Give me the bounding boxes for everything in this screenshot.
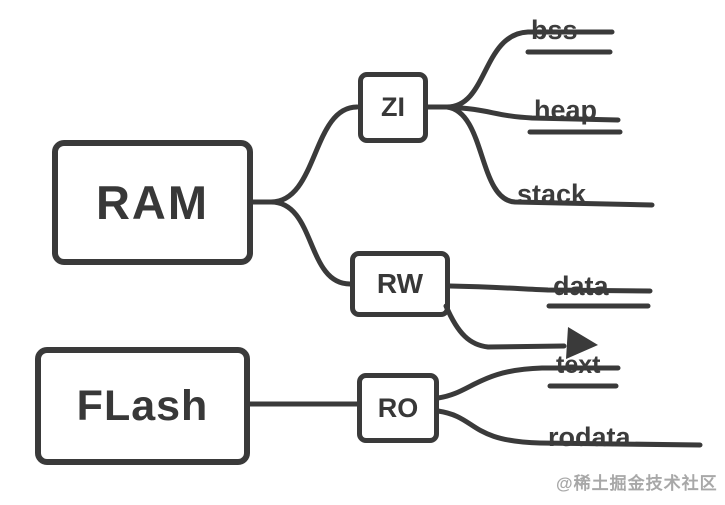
node-zi-label: ZI xyxy=(381,92,405,122)
edge-ram-rw xyxy=(268,199,353,287)
node-rw-segment: RW xyxy=(350,251,450,317)
leaf-data: data xyxy=(553,271,609,301)
leaf-rodata: rodata xyxy=(548,422,631,452)
leaf-text: text xyxy=(556,351,601,379)
edge-rw-data xyxy=(447,283,653,294)
leaf-heap: heap xyxy=(534,95,598,125)
node-ram: RAM xyxy=(52,140,253,265)
node-ro-label: RO xyxy=(377,392,419,423)
node-ram-label: RAM xyxy=(95,176,210,229)
leaf-stack: stack xyxy=(517,179,587,209)
node-rw-label: RW xyxy=(376,268,424,299)
juejin-watermark: @稀土掘金技术社区 xyxy=(556,474,718,493)
node-ro-segment: RO xyxy=(357,373,439,443)
edge-ram-zi xyxy=(268,104,360,205)
node-flash-label: FLash xyxy=(76,381,209,430)
node-flash: FLash xyxy=(35,347,250,465)
node-zi-segment: ZI xyxy=(358,72,428,143)
edge-rw-flash-arrow xyxy=(443,303,567,350)
leaf-bss: bss xyxy=(531,15,578,45)
